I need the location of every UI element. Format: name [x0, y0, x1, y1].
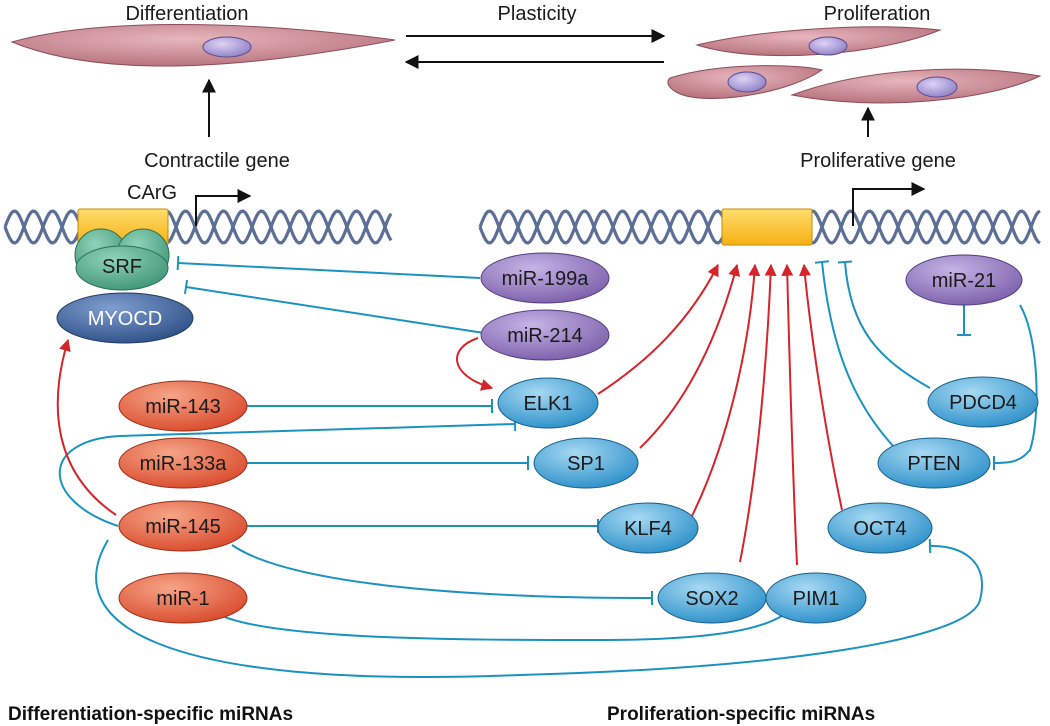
- dna-helix-left: [3, 209, 393, 245]
- sp1-node: SP1: [533, 437, 639, 489]
- proliferating-cell-1: [695, 26, 942, 57]
- edge-oct4-gene: [799, 263, 843, 511]
- footer-differentiation-specific: Differentiation-specific miRNAs: [8, 704, 293, 725]
- pim1-node: PIM1: [765, 572, 867, 624]
- helix-strand-b: [3, 209, 393, 245]
- proliferating-cell-2: [667, 65, 824, 99]
- sp1-label: SP1: [567, 453, 605, 475]
- tss-arrow-left: [195, 189, 252, 226]
- carg-label: CArG: [127, 182, 177, 204]
- helix-strand-a: [3, 209, 393, 245]
- srf-label: SRF: [102, 256, 142, 278]
- elk1-node: ELK1: [497, 377, 599, 429]
- sox2-label: SOX2: [685, 588, 738, 610]
- oct4-label: OCT4: [853, 518, 906, 540]
- edge-mir199a-srf: [176, 255, 481, 279]
- mir143-node: miR-143: [118, 380, 248, 432]
- myocd-label: MYOCD: [88, 308, 162, 330]
- mir199a-label: miR-199a: [502, 268, 590, 290]
- differentiated-cell: [10, 24, 396, 67]
- tss-arrow-right: [852, 182, 926, 226]
- title-plasticity: Plasticity: [498, 3, 577, 25]
- edge-mir214-srf: [183, 279, 485, 334]
- klf4-label: KLF4: [624, 518, 672, 540]
- footer-proliferation-specific: Proliferation-specific miRNAs: [607, 704, 875, 725]
- pim1-label: PIM1: [793, 588, 840, 610]
- edge-mir145-sox2: [231, 544, 654, 606]
- srf-node: SRF: [74, 228, 170, 291]
- mir21-node: miR-21: [905, 254, 1023, 306]
- edge-sp1-gene: [639, 263, 741, 449]
- sox2-node: SOX2: [657, 572, 767, 624]
- proliferating-cell-3: [790, 68, 1042, 104]
- mir133a-label: miR-133a: [140, 453, 228, 475]
- myocd-node: MYOCD: [56, 292, 194, 344]
- pten-label: PTEN: [907, 453, 960, 475]
- edge-elk1-gene: [597, 263, 719, 395]
- mir1-node: miR-1: [118, 572, 248, 624]
- pdcd4-node: PDCD4: [927, 376, 1039, 428]
- title-differentiation: Differentiation: [125, 3, 248, 25]
- mir214-label: miR-214: [507, 325, 583, 347]
- mir145-node: miR-145: [118, 500, 248, 552]
- edge-pdcd4-gene: [837, 260, 931, 389]
- mir214-node: miR-214: [480, 309, 610, 361]
- pdcd4-label: PDCD4: [949, 392, 1017, 414]
- oct4-node: OCT4: [827, 502, 933, 554]
- edge-mir145-oct4: [95, 538, 983, 679]
- edge-sox2-gene: [739, 263, 777, 563]
- mir133a-node: miR-133a: [118, 437, 248, 489]
- elk1-label: ELK1: [524, 393, 573, 415]
- contractile-gene-label: Contractile gene: [144, 150, 290, 172]
- mir143-label: miR-143: [145, 396, 221, 418]
- title-proliferation: Proliferation: [824, 3, 931, 25]
- pten-node: PTEN: [877, 437, 991, 489]
- proliferative-gene-label: Proliferative gene: [800, 150, 956, 172]
- edge-pten-gene: [814, 260, 896, 449]
- edge-mir145-elk1: [58, 416, 517, 527]
- mir21-label: miR-21: [932, 270, 996, 292]
- edge-mir21-pten: [992, 304, 1038, 471]
- carg-box-right: [721, 208, 813, 246]
- edge-mir1-pim1: [213, 604, 796, 642]
- edge-mir214-elk1: [456, 337, 494, 391]
- edge-mir145-myocd: [56, 338, 117, 516]
- klf4-node: KLF4: [597, 502, 699, 554]
- mir145-label: miR-145: [145, 516, 221, 538]
- mir1-label: miR-1: [156, 588, 209, 610]
- edge-klf4-gene: [689, 263, 761, 521]
- network-edges: [56, 255, 1038, 679]
- edge-pim1-gene: [781, 263, 798, 566]
- mir199a-node: miR-199a: [480, 252, 610, 304]
